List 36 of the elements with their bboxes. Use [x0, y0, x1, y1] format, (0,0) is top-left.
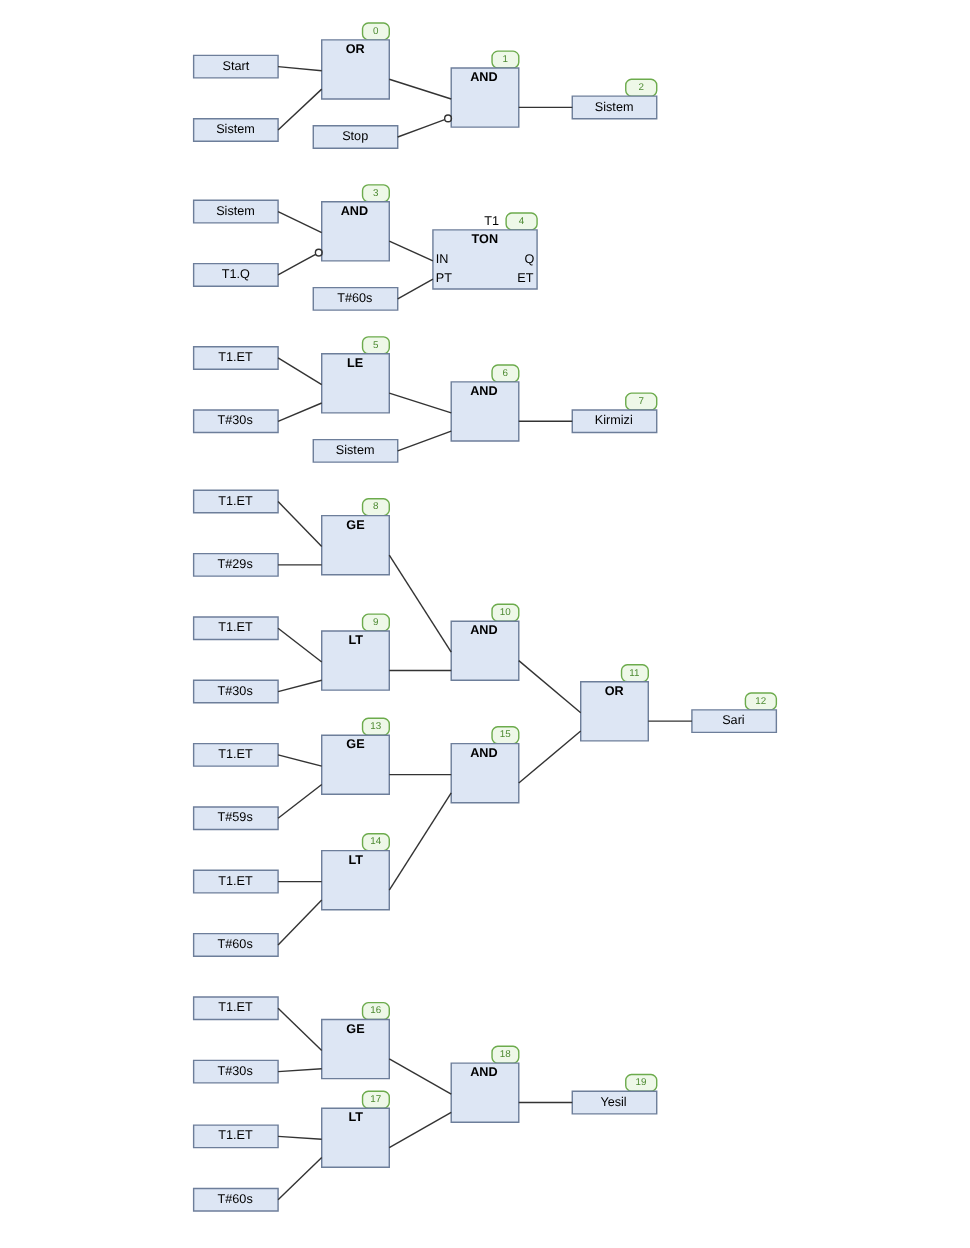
connector [518, 730, 582, 784]
connector [277, 210, 323, 234]
connector [277, 357, 323, 386]
connector [397, 278, 434, 300]
connector [277, 899, 323, 946]
connector [277, 88, 323, 131]
connector [397, 430, 452, 452]
connector [518, 1101, 573, 1104]
connector [277, 1068, 323, 1073]
connector [647, 720, 693, 722]
connector [277, 402, 323, 422]
connector [277, 754, 323, 767]
connector [388, 78, 452, 100]
connector [388, 1058, 452, 1095]
connector [388, 392, 452, 414]
connector [277, 1007, 323, 1052]
connector [388, 554, 452, 653]
connector [277, 1156, 323, 1201]
connector [397, 114, 453, 138]
connector [518, 420, 573, 422]
connector [277, 564, 323, 566]
connector [388, 773, 452, 776]
connector [277, 783, 323, 819]
connector [277, 65, 323, 72]
connector [388, 1111, 452, 1149]
connector [277, 880, 323, 883]
connector [388, 669, 452, 672]
connector [277, 679, 323, 693]
connector [518, 106, 573, 109]
connector [518, 659, 582, 714]
connector [388, 792, 452, 891]
connector [277, 1135, 323, 1140]
connector [277, 248, 323, 276]
connector [277, 627, 323, 663]
connector [277, 500, 323, 548]
connector [388, 240, 434, 262]
